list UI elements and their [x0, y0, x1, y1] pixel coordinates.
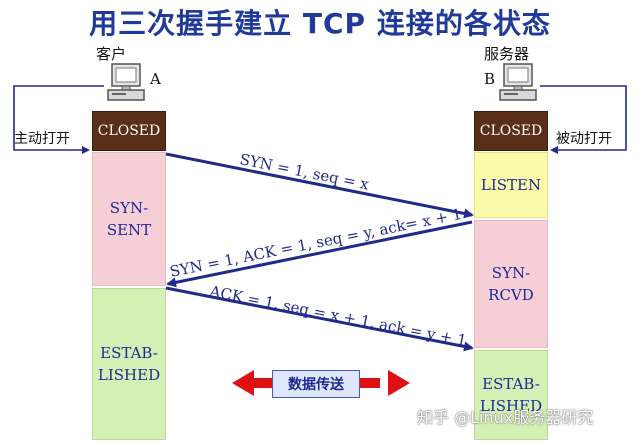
ack-arrow	[165, 286, 474, 352]
syn-arrow	[165, 152, 474, 219]
client-computer-icon	[104, 62, 148, 106]
server-state-established: ESTAB- LISHED	[474, 350, 548, 440]
server-state-listen: LISTEN	[474, 152, 548, 218]
active-open-label: 主动打开	[14, 131, 70, 147]
watermark: 知乎 @Linux服务器研究	[417, 408, 594, 427]
client-letter: A	[150, 70, 161, 88]
server-state-closed: CLOSED	[474, 111, 548, 151]
client-state-closed: CLOSED	[92, 111, 166, 151]
server-computer-icon	[496, 62, 540, 106]
data-transfer-label: 数据传送	[272, 370, 360, 398]
page-title: 用三次握手建立 TCP 连接的各状态	[89, 7, 551, 40]
client-state-syn-sent: SYN- SENT	[92, 152, 166, 286]
server-role-label: 服务器	[484, 45, 530, 63]
passive-open-label: 被动打开	[556, 131, 612, 147]
passive-open-loop	[540, 85, 627, 154]
client-state-established: ESTAB- LISHED	[92, 288, 166, 440]
server-letter: B	[484, 70, 496, 88]
client-role-label: 客户	[96, 45, 127, 63]
server-state-syn-rcvd: SYN- RCVD	[474, 220, 548, 348]
syn-ack-arrow	[166, 220, 473, 288]
active-open-loop	[13, 85, 104, 154]
